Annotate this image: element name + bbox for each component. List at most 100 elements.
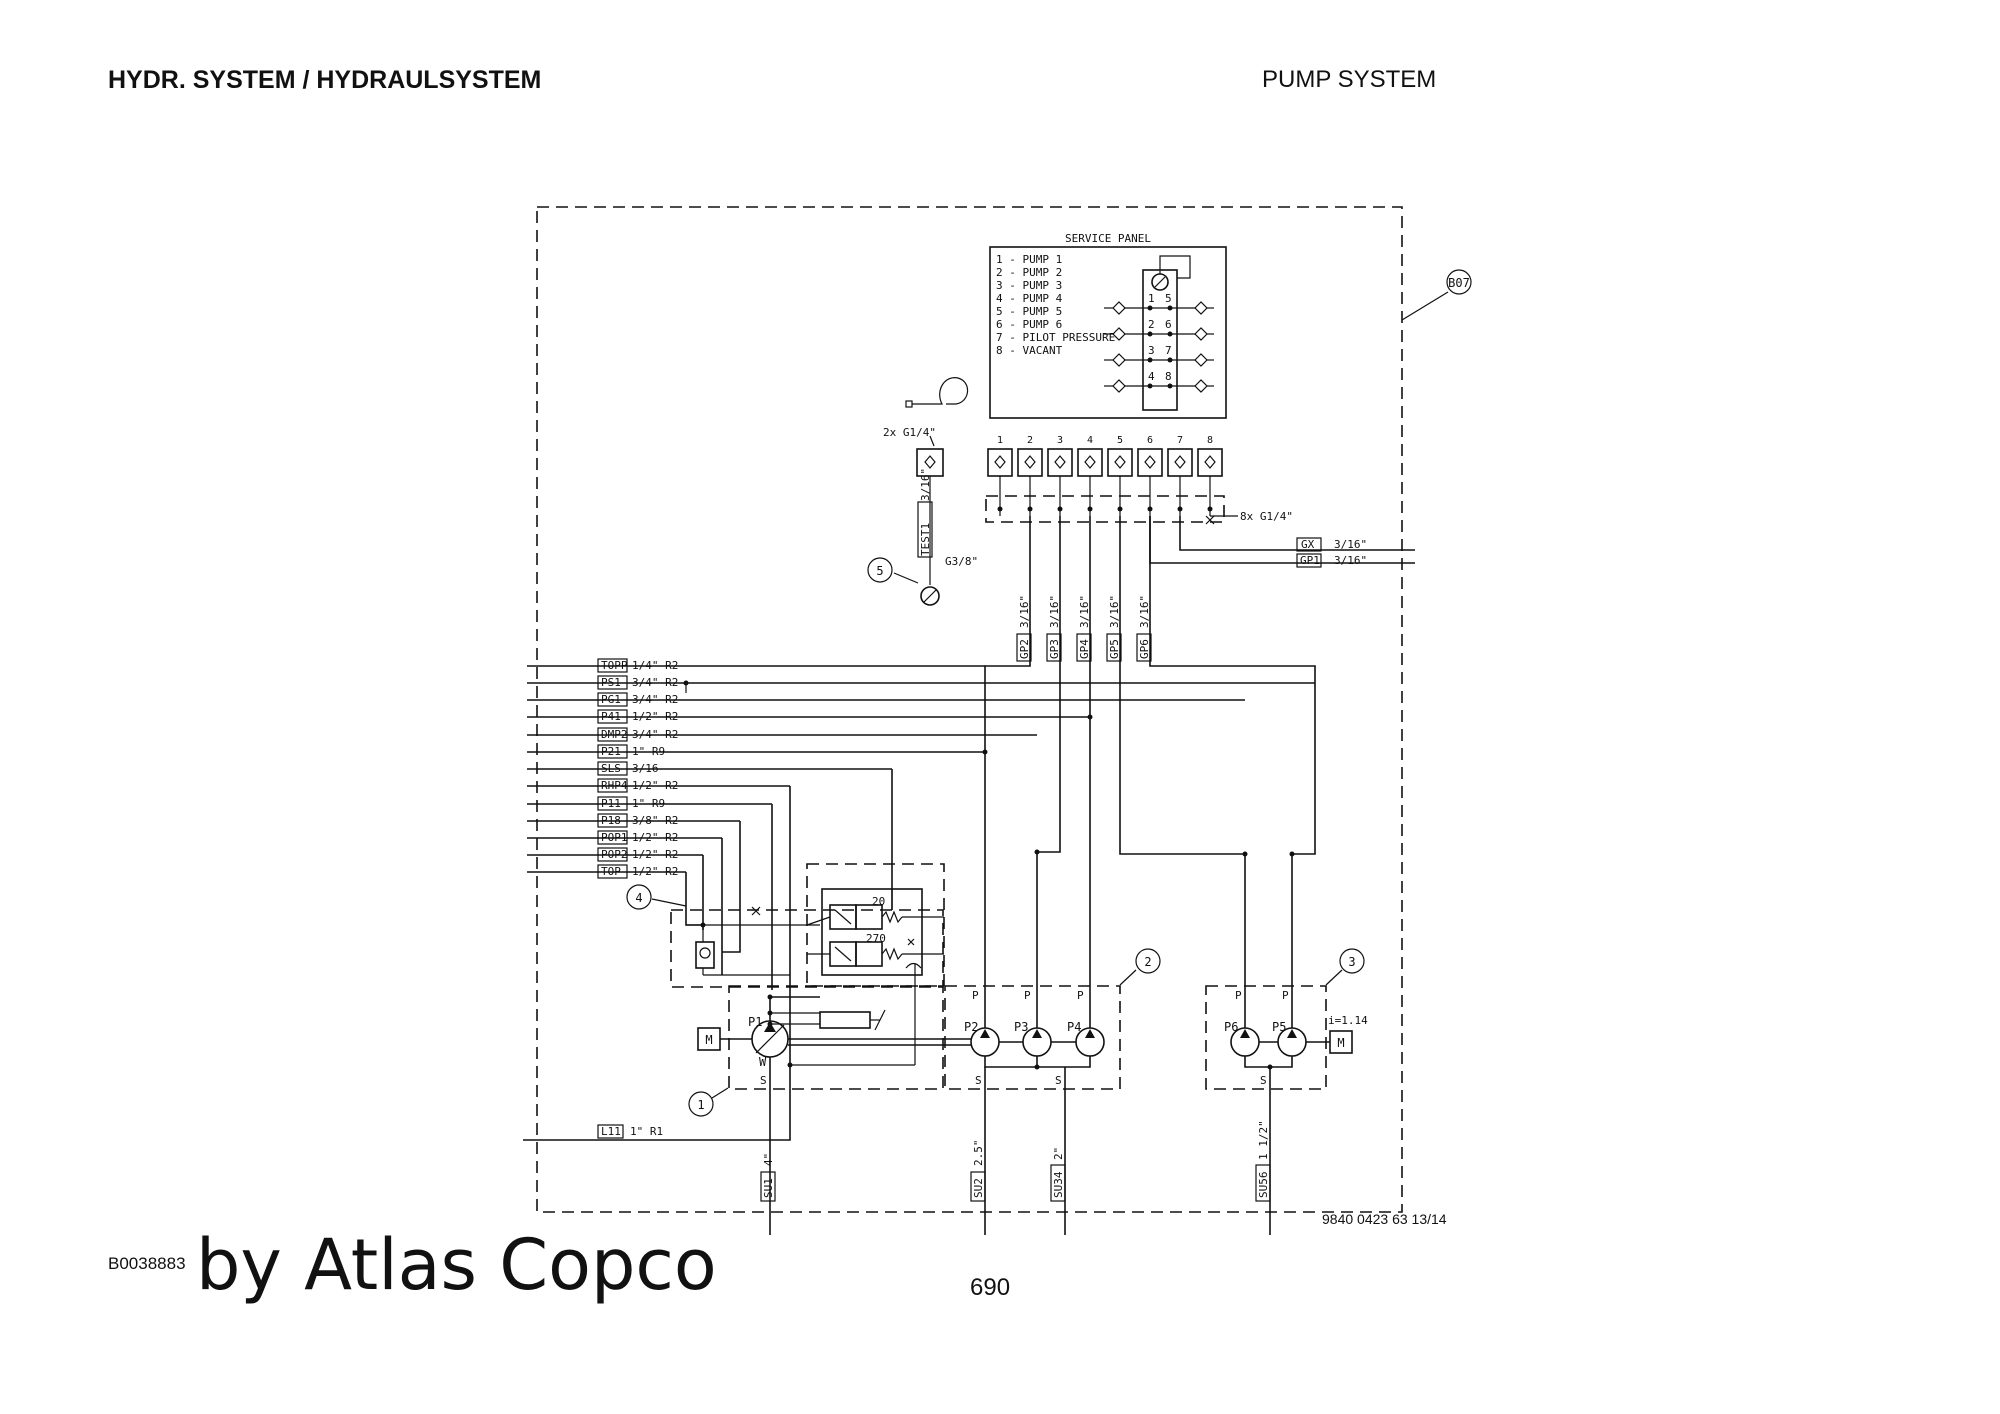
port-s-label: S <box>1260 1074 1267 1087</box>
hose-tag: RHP4 <box>601 779 628 792</box>
hose-spec: 1" R9 <box>632 745 665 758</box>
hose-tag: GP6 <box>1138 639 1151 659</box>
motor-label: M <box>705 1033 712 1047</box>
frame-ref-callout <box>1446 269 1472 295</box>
test-hose-label: TEST1 <box>919 523 932 556</box>
brand-text: by Atlas Copco <box>196 1224 717 1306</box>
pump1-mark: W <box>759 1055 767 1069</box>
legend-item: 8 - VACANT <box>996 344 1063 357</box>
hose-spec: 1/2" R2 <box>632 865 678 878</box>
line-tag: GX <box>1301 538 1315 551</box>
drawing-number: 9840 0423 63 13/14 <box>1322 1211 1447 1227</box>
legend-item: 5 - PUMP 5 <box>996 305 1062 318</box>
pilot-valve-block: 20 270 <box>806 863 945 987</box>
header-section-title: HYDR. SYSTEM / HYDRAULSYSTEM <box>108 66 542 94</box>
coupling-number: 7 <box>1177 435 1183 446</box>
port-p-label: P <box>972 989 979 1002</box>
port-p-label: P <box>1235 989 1242 1002</box>
frame-ref-label: B07 <box>1448 276 1470 290</box>
test-thread-label: 2x G1/4" <box>883 426 936 439</box>
callout-label: 5 <box>876 564 883 578</box>
pump-3-group: P P P6 P5 i=1.14 M S 3 <box>1205 948 1368 1235</box>
gx-gp1-lines: GX 3/16" GP1 3/16" <box>1149 516 1415 568</box>
hose-spec: 3/4" R2 <box>632 676 678 689</box>
suction-tag: SU1 <box>762 1178 775 1198</box>
port-s-label: S <box>975 1074 982 1087</box>
port-p-label: P <box>1024 989 1031 1002</box>
hose-size: 3/16" <box>1018 595 1031 628</box>
hose-tag: P41 <box>601 710 621 723</box>
callout-label: 1 <box>697 1098 704 1112</box>
test-hose-tag <box>917 501 933 558</box>
hose-tag: SLS <box>601 762 621 775</box>
suction-size: 1 1/2" <box>1257 1120 1270 1160</box>
hose-size: 3/16" <box>1078 595 1091 628</box>
legend-item: 1 - PUMP 1 <box>996 253 1062 266</box>
hose-tag: P21 <box>601 745 621 758</box>
hose-tag: GP4 <box>1078 639 1091 659</box>
valve-setting: 20 <box>872 895 885 908</box>
pump-label: P2 <box>964 1020 978 1034</box>
service-panel-title: SERVICE PANEL <box>1065 232 1151 245</box>
port-p-label: P <box>1077 989 1084 1002</box>
hose-tag: GP3 <box>1048 639 1061 659</box>
pump-label: P3 <box>1014 1020 1028 1034</box>
coupling-number: 4 <box>1087 435 1093 446</box>
coupling-number: 6 <box>1147 435 1153 446</box>
port-number: 2 <box>1148 318 1155 331</box>
hose-size: 3/16" <box>1138 595 1151 628</box>
line-tag: GP1 <box>1300 554 1320 567</box>
coupling-number: 3 <box>1057 435 1063 446</box>
legend-item: 4 - PUMP 4 <box>996 292 1063 305</box>
schematic-frame <box>536 206 1403 1213</box>
page-number: 690 <box>970 1274 1011 1301</box>
callout-label: 4 <box>635 891 642 905</box>
gauge-thread-label: G3/8" <box>945 555 978 568</box>
header-page-topic: PUMP SYSTEM <box>1262 66 1437 93</box>
line-size: 3/16" <box>1334 554 1367 567</box>
suction-lines: SU1 4" SU2 2.5" SU34 2" SU56 1 1/2" <box>760 1120 1271 1235</box>
pump-label: P6 <box>1224 1020 1238 1034</box>
motor-icon <box>1329 1030 1353 1054</box>
coupling-number: 8 <box>1207 435 1213 446</box>
port-s-label: S <box>760 1074 767 1087</box>
port-number: 7 <box>1165 344 1172 357</box>
hose-tag: TOPP <box>601 659 628 672</box>
document-code: B0038883 <box>108 1254 186 1273</box>
test-gauge-icon <box>920 586 940 606</box>
port-p-label: P <box>1282 989 1289 1002</box>
coupling-number: 5 <box>1117 435 1123 446</box>
pump-label: P1 <box>748 1015 762 1029</box>
hose-list: TOPP 1/4" R2 PS1 3/4" R2 PG1 3/4" R2 P41… <box>527 658 1315 879</box>
hose-spec: 3/8" R2 <box>632 814 678 827</box>
hose-tag: POP2 <box>601 848 628 861</box>
motor-label: M <box>1337 1036 1344 1050</box>
suction-size: 2" <box>1052 1147 1065 1160</box>
hose-spec: 1/2" R2 <box>632 848 678 861</box>
port-number: 6 <box>1165 318 1172 331</box>
suction-size: 2.5" <box>972 1140 985 1167</box>
port-number: 3 <box>1148 344 1155 357</box>
test-hose-size: 3/16" <box>919 468 932 501</box>
suction-size: 4" <box>762 1153 775 1166</box>
hose-tag: P11 <box>601 797 621 810</box>
hose-size: 3/16" <box>1048 595 1061 628</box>
service-panel-legend: 1 - PUMP 1 2 - PUMP 2 3 - PUMP 3 4 - PUM… <box>996 253 1115 357</box>
port-number: 5 <box>1165 292 1172 305</box>
hose-spec: 1/2" R2 <box>632 779 678 792</box>
legend-item: 7 - PILOT PRESSURE <box>996 331 1115 344</box>
callout-label: 3 <box>1348 955 1355 969</box>
hose-spec: 1" R9 <box>632 797 665 810</box>
pump-2-group: P P P P2 P3 P4 S S 2 <box>944 948 1161 1235</box>
hose-tag: TOP <box>601 865 621 878</box>
control-lines <box>685 769 893 1065</box>
legend-item: 3 - PUMP 3 <box>996 279 1062 292</box>
line-size: 3/16" <box>1334 538 1367 551</box>
port-number: 8 <box>1165 370 1172 383</box>
callout-label: 2 <box>1144 955 1151 969</box>
hose-tag: DMP2 <box>601 728 628 741</box>
coupling-block: 1 2 3 4 5 6 7 8 8x G1/4" <box>985 435 1293 525</box>
coupling-number: 2 <box>1027 435 1033 446</box>
hose-spec: 3/4" R2 <box>632 728 678 741</box>
